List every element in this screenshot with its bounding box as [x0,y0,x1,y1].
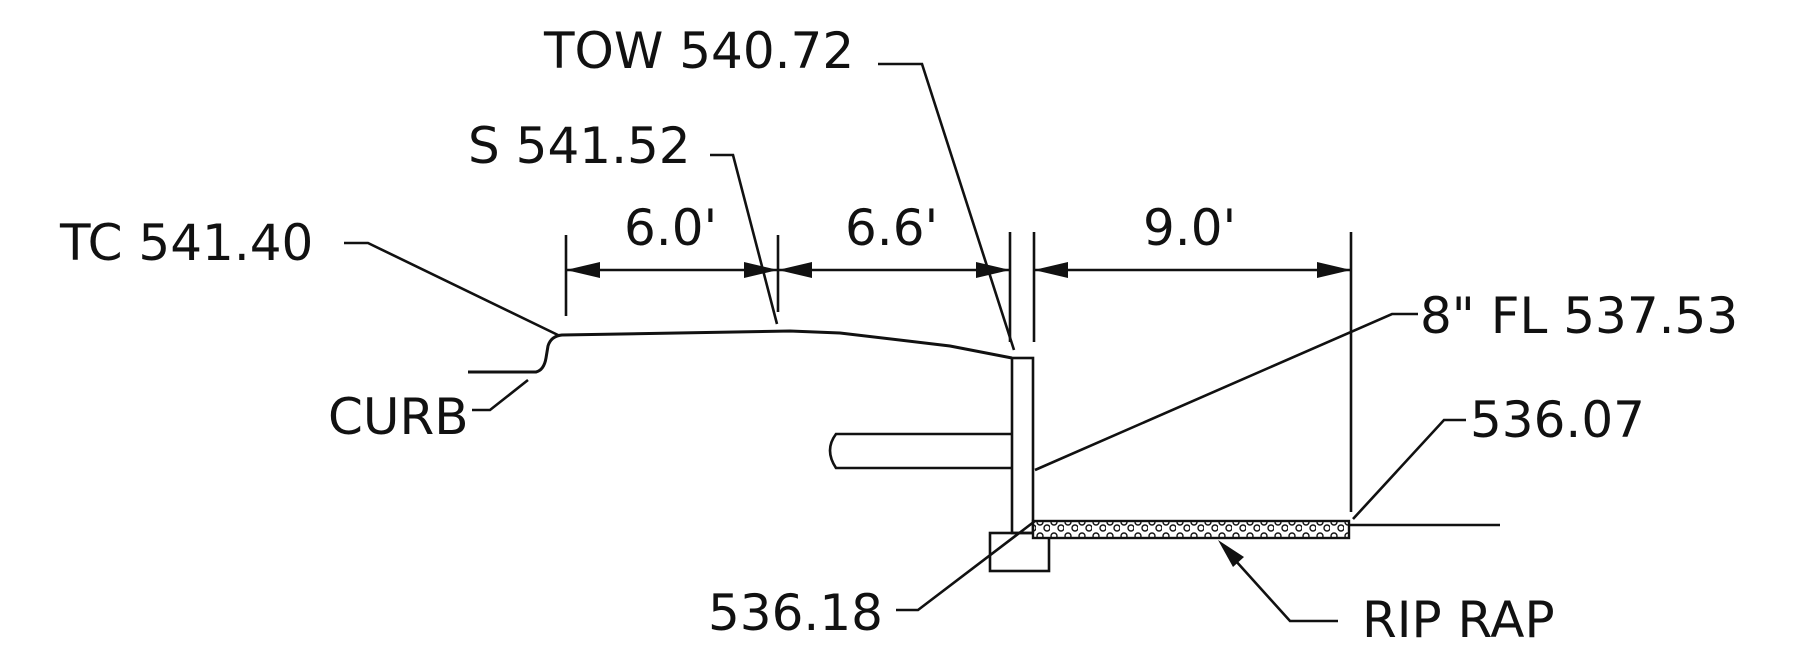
rip-rap-elev-label: 536.07 [1470,391,1645,449]
dimension-lines [564,232,1353,512]
top-curb-label: TC 541.40 [59,214,313,272]
footing-elev-label: 536.18 [708,584,883,642]
arrowhead [976,262,1010,278]
curb-label: CURB [328,388,469,446]
dimension-label-1: 6.0' [624,199,717,257]
rip-rap-leader [1225,549,1338,623]
sidewalk-label: S 541.52 [468,117,691,175]
rip-rap-label: RIP RAP [1362,591,1555,649]
curb-leader [472,378,529,412]
dimension-label-2: 6.6' [845,199,938,257]
leader-lines [344,62,1466,623]
tow-leader [878,62,1016,351]
arrowhead [1218,540,1244,567]
arrowhead [778,262,812,278]
tow-label: TOW 540.72 [543,22,854,80]
sidewalk-leader [710,153,779,325]
arrowhead [744,262,778,278]
curb-profile [468,329,1013,374]
rip-rap-band [1031,519,1351,540]
section-geometry [468,329,1500,573]
top-curb-leader [344,241,561,338]
retaining-wall [1010,356,1035,535]
rip-rap-elev-leader [1352,418,1466,520]
footing-elev-leader [896,519,1036,612]
arrowhead [1317,262,1351,278]
flow-line-leader [1034,312,1418,472]
dimension-label-3: 9.0' [1143,199,1236,257]
drain-pipe [828,432,1012,470]
arrowhead [1034,262,1068,278]
flow-line-label: 8" FL 537.53 [1420,287,1738,345]
arrowhead [566,262,600,278]
annotation-labels: TOW 540.72 S 541.52 TC 541.40 CURB 8" FL… [59,22,1738,649]
